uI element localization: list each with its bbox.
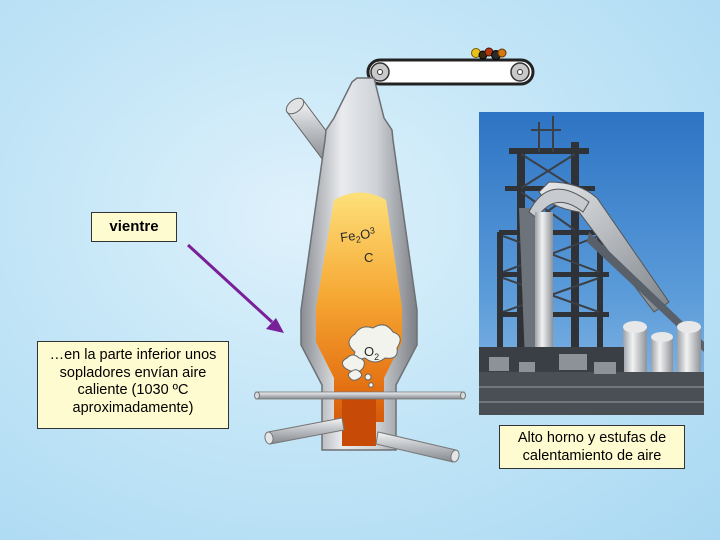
molten-iron-pool (342, 392, 376, 446)
conveyor-belt-icon (368, 60, 533, 84)
photo-caption: Alto horno y estufas de calentamiento de… (499, 425, 685, 469)
iron-tap-pipe (376, 432, 460, 463)
blast-furnace-photo (479, 112, 704, 415)
hot-blast-description: …en la parte inferior unos sopladores en… (37, 341, 229, 429)
hot-blast-pipe (255, 392, 466, 399)
pointer-arrow (188, 245, 284, 333)
ore-lumps-icon (472, 48, 507, 60)
carbon-label: C (364, 250, 373, 265)
vientre-label: vientre (91, 212, 177, 242)
